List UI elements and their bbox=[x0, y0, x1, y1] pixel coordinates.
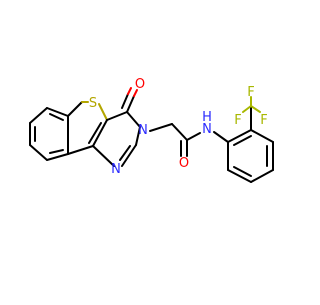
bond bbox=[29, 144, 48, 161]
bond bbox=[126, 111, 141, 128]
bond bbox=[119, 145, 131, 161]
bond bbox=[88, 122, 102, 144]
bond bbox=[106, 111, 128, 121]
bond bbox=[233, 166, 252, 177]
bond bbox=[126, 95, 135, 113]
bond bbox=[46, 107, 69, 117]
bond bbox=[233, 135, 252, 146]
bond bbox=[49, 149, 64, 154]
atom-labels: S O N N O N H F F F bbox=[89, 77, 268, 177]
bond bbox=[121, 144, 137, 167]
atom-hydrogen: H bbox=[202, 110, 212, 125]
bond bbox=[133, 89, 138, 97]
bond bbox=[213, 131, 229, 143]
atom-nitrogen-amide: N bbox=[202, 122, 212, 137]
bond bbox=[250, 169, 274, 183]
bond bbox=[98, 103, 108, 121]
bond bbox=[227, 129, 252, 143]
bond bbox=[92, 145, 115, 167]
bond bbox=[121, 93, 129, 109]
molecule-canvas: S O N N O N H F F F bbox=[29, 77, 274, 183]
bond bbox=[250, 129, 274, 143]
bond bbox=[67, 101, 83, 117]
atom-sulfur: S bbox=[89, 96, 97, 111]
atom-fluorine-1: F bbox=[234, 113, 241, 128]
bonds bbox=[29, 87, 274, 183]
bond bbox=[135, 126, 141, 146]
atom-oxygen-ring: O bbox=[135, 77, 145, 92]
bond bbox=[186, 132, 201, 141]
bond bbox=[92, 119, 108, 147]
atom-nitrogen-ring: N bbox=[138, 123, 148, 138]
bond bbox=[46, 153, 69, 161]
atom-fluorine-3: F bbox=[260, 113, 267, 128]
structure-diagram: S O N N O N H F F F bbox=[29, 77, 274, 183]
atom-nitrogen-ring-2: N bbox=[111, 162, 121, 177]
bond bbox=[67, 145, 94, 155]
atom-fluorine-2: F bbox=[247, 85, 254, 100]
bond bbox=[171, 123, 188, 141]
bond bbox=[49, 113, 64, 121]
bond bbox=[127, 87, 132, 95]
bond bbox=[242, 105, 252, 113]
bond bbox=[29, 107, 48, 124]
bond bbox=[227, 169, 252, 183]
bond bbox=[149, 123, 173, 132]
bond bbox=[250, 105, 261, 113]
atom-oxygen-amide: O bbox=[179, 156, 189, 171]
